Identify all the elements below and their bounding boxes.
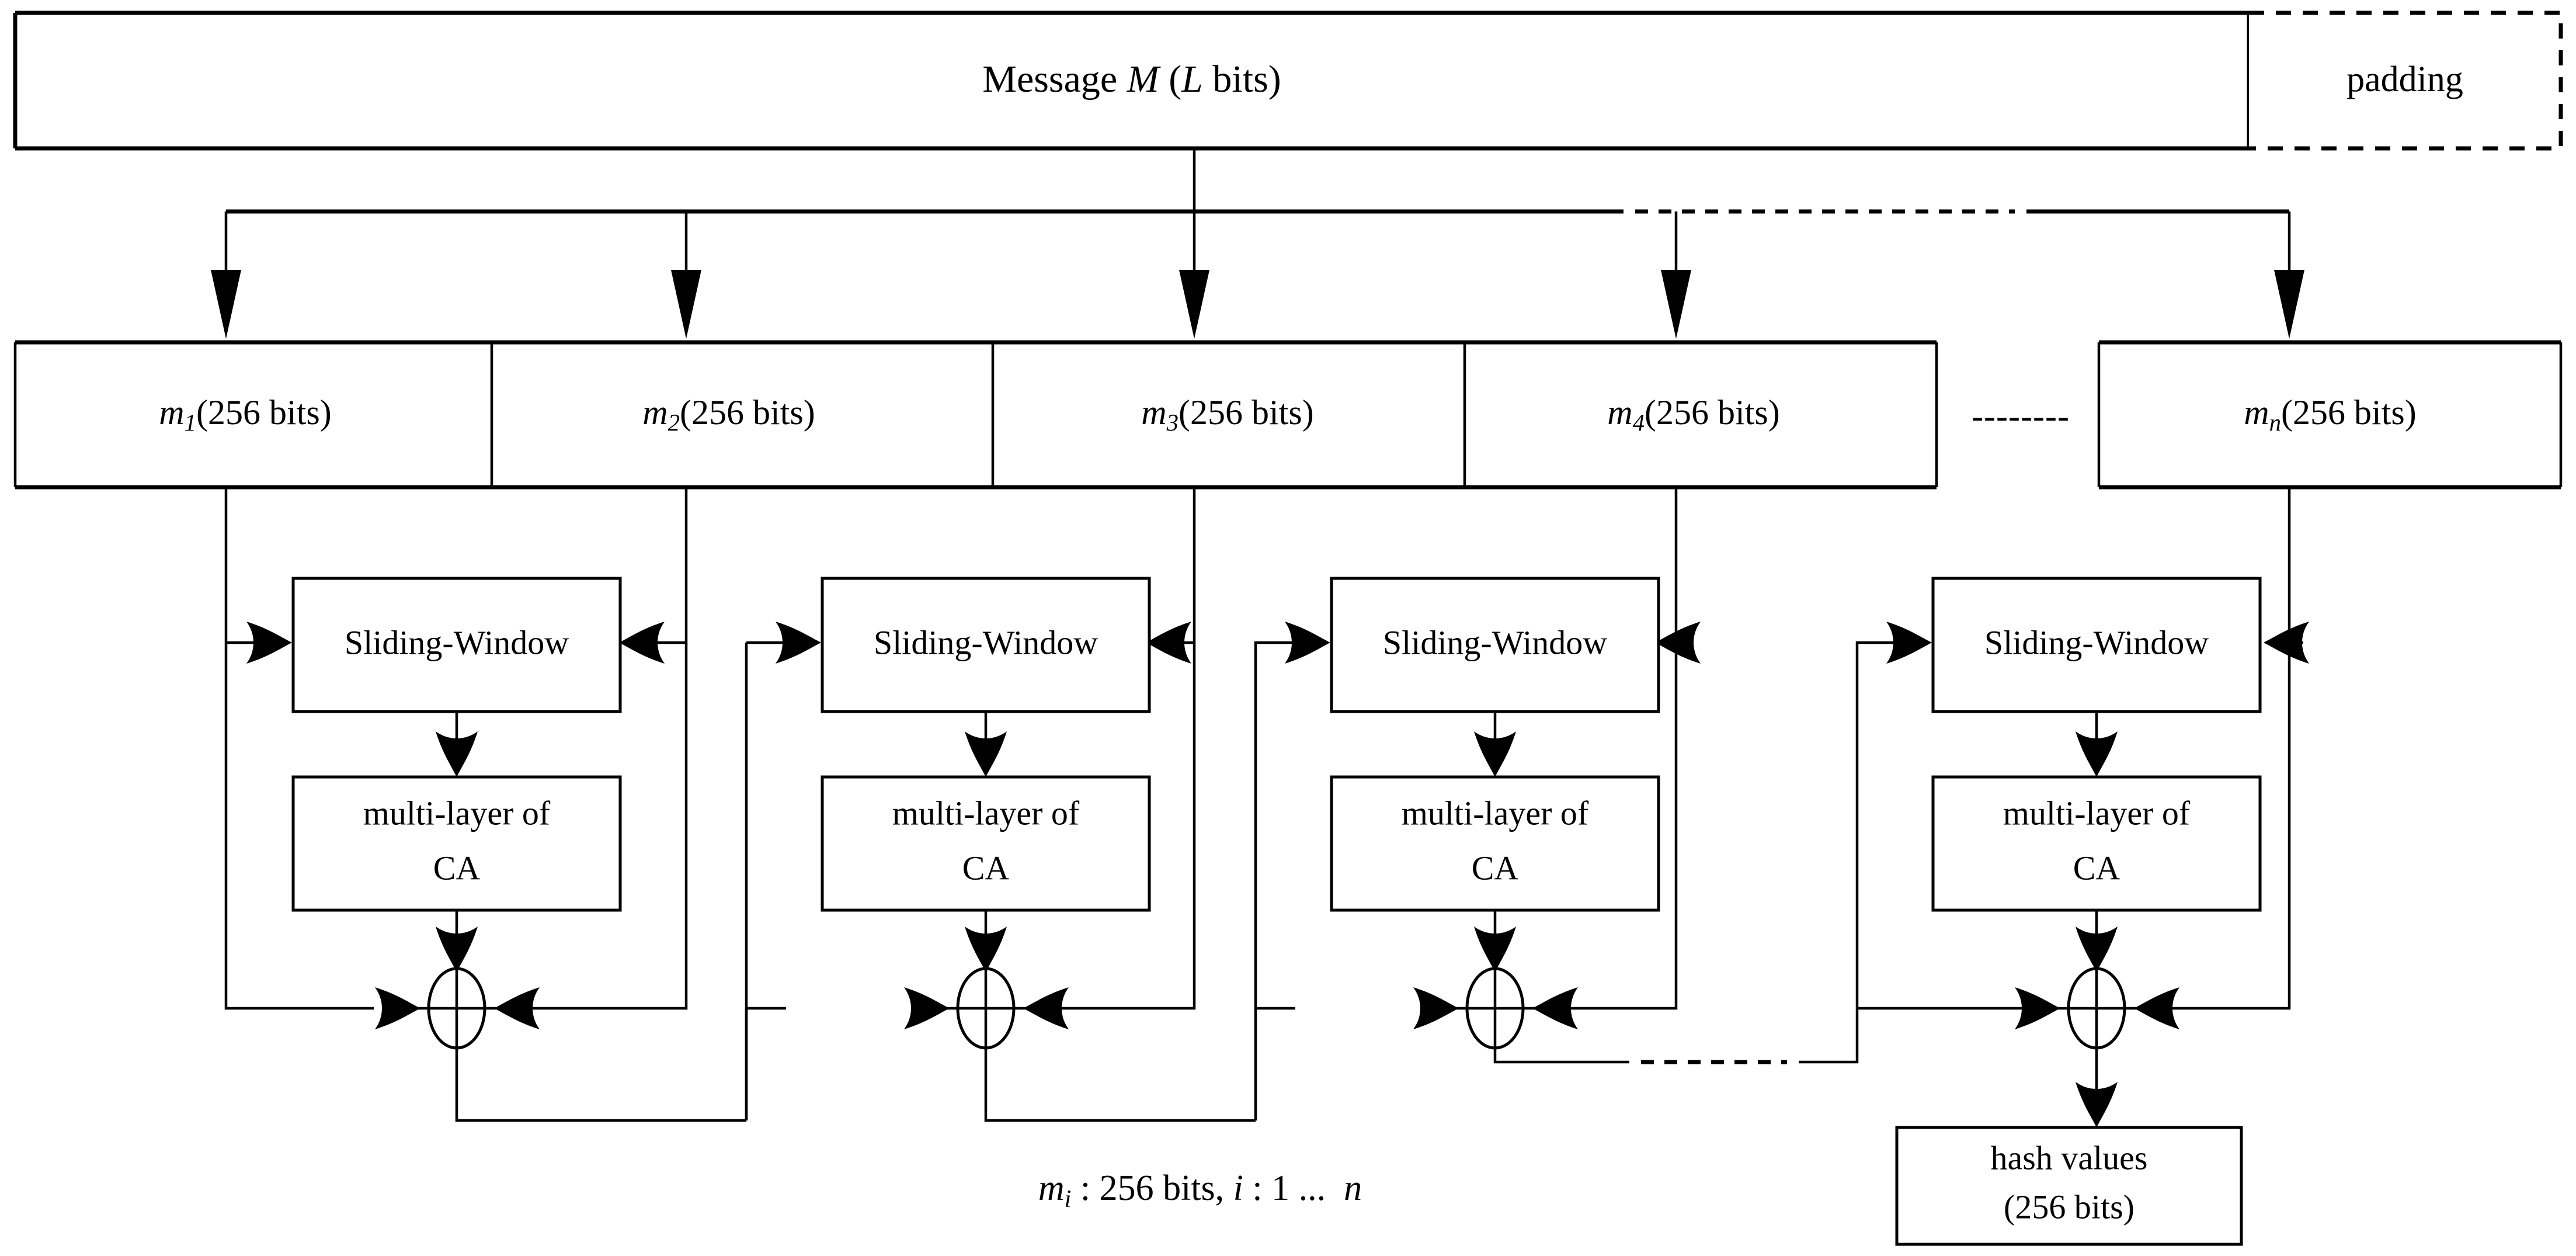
stage-2-sliding-window-label: Sliding-Window <box>874 623 1098 661</box>
fanout-arrow-2-icon <box>671 270 701 339</box>
stage-3-xor-node <box>1413 967 1578 1050</box>
stage-3-sliding-window-label: Sliding-Window <box>1383 623 1607 661</box>
stage-2-ca-label-line2: CA <box>962 849 1010 887</box>
fanout-arrow-n-icon <box>2274 270 2304 339</box>
message-block-row: m1(256 bits) m2(256 bits) m3(256 bits) m… <box>13 340 2563 490</box>
stage-1: Sliding-Window multi-layer of CA <box>224 487 746 1122</box>
message-label-var-M: M <box>1127 58 1162 100</box>
hash-values-label-line2: (256 bits) <box>2004 1188 2135 1226</box>
stage-4-ca-label-line2: CA <box>2073 849 2120 887</box>
message-block-4-label: m4(256 bits) <box>1607 393 1779 436</box>
message-box-label: Message M (L bits) <box>982 58 1281 100</box>
stage-1-xor-left-arrow-icon <box>375 987 420 1029</box>
stage-1-xor-node <box>375 967 540 1050</box>
stage-3-xor-left-arrow-icon <box>1413 987 1459 1029</box>
caption-var-m: m <box>1038 1168 1065 1208</box>
stage-2-ca-label-line1: multi-layer of <box>892 794 1080 832</box>
message-label-suffix: bits) <box>1203 58 1281 100</box>
message-box: Message M (L bits) <box>13 11 2251 151</box>
stage-3-ca-label-line1: multi-layer of <box>1402 794 1589 832</box>
padding-box-label: padding <box>2346 60 2463 99</box>
fanout-arrow-3-icon <box>1179 270 1209 339</box>
stage-4-sliding-window-label: Sliding-Window <box>1984 623 2209 661</box>
stage-2-xor-left-arrow-icon <box>904 987 950 1029</box>
message-label-var-L: L <box>1181 58 1203 100</box>
hash-values-label-line1: hash values <box>1991 1139 2148 1177</box>
fanout-bus <box>211 148 2304 339</box>
padding-box: padding <box>2249 11 2563 151</box>
stage-1-ca-label-line2: CA <box>433 849 481 887</box>
message-block-ellipsis: -------- <box>1972 397 2070 435</box>
diagram-caption: mi : 256 bits, i : 1 ... n <box>1038 1168 1362 1212</box>
fanout-arrow-4-icon <box>1661 270 1691 339</box>
message-block-2-label: m2(256 bits) <box>642 393 815 436</box>
stage-4: Sliding-Window multi-layer of CA <box>1855 487 2309 1127</box>
stage-1-sliding-window-label: Sliding-Window <box>345 623 569 661</box>
message-block-3-label: m3(256 bits) <box>1141 393 1313 436</box>
stage-2: Sliding-Window multi-layer of CA <box>745 487 1256 1122</box>
caption-sub-i: i <box>1065 1185 1072 1213</box>
message-block-n-label: mn(256 bits) <box>2244 393 2416 436</box>
hash-values-box: hash values (256 bits) <box>1895 1126 2243 1246</box>
message-block-1-label: m1(256 bits) <box>159 393 331 436</box>
message-label-paren-open: ( <box>1159 58 1181 100</box>
caption-text-mid: : 256 bits, <box>1071 1168 1233 1208</box>
caption-var-n: n <box>1344 1168 1362 1208</box>
stage-2-xor-node <box>904 967 1069 1050</box>
fanout-arrow-1-icon <box>211 270 241 339</box>
stage-1-ca-label-line1: multi-layer of <box>363 794 551 832</box>
stage-4-ca-label-line1: multi-layer of <box>2003 794 2191 832</box>
stage-3: Sliding-Window multi-layer of CA <box>1254 487 1859 1120</box>
stage-3-ca-label-line2: CA <box>1472 849 1519 887</box>
stage-4-xor-node <box>2015 967 2179 1050</box>
message-label-prefix: Message <box>982 58 1127 100</box>
caption-text-range: : 1 ... <box>1243 1168 1344 1208</box>
caption-var-i: i <box>1233 1168 1243 1208</box>
